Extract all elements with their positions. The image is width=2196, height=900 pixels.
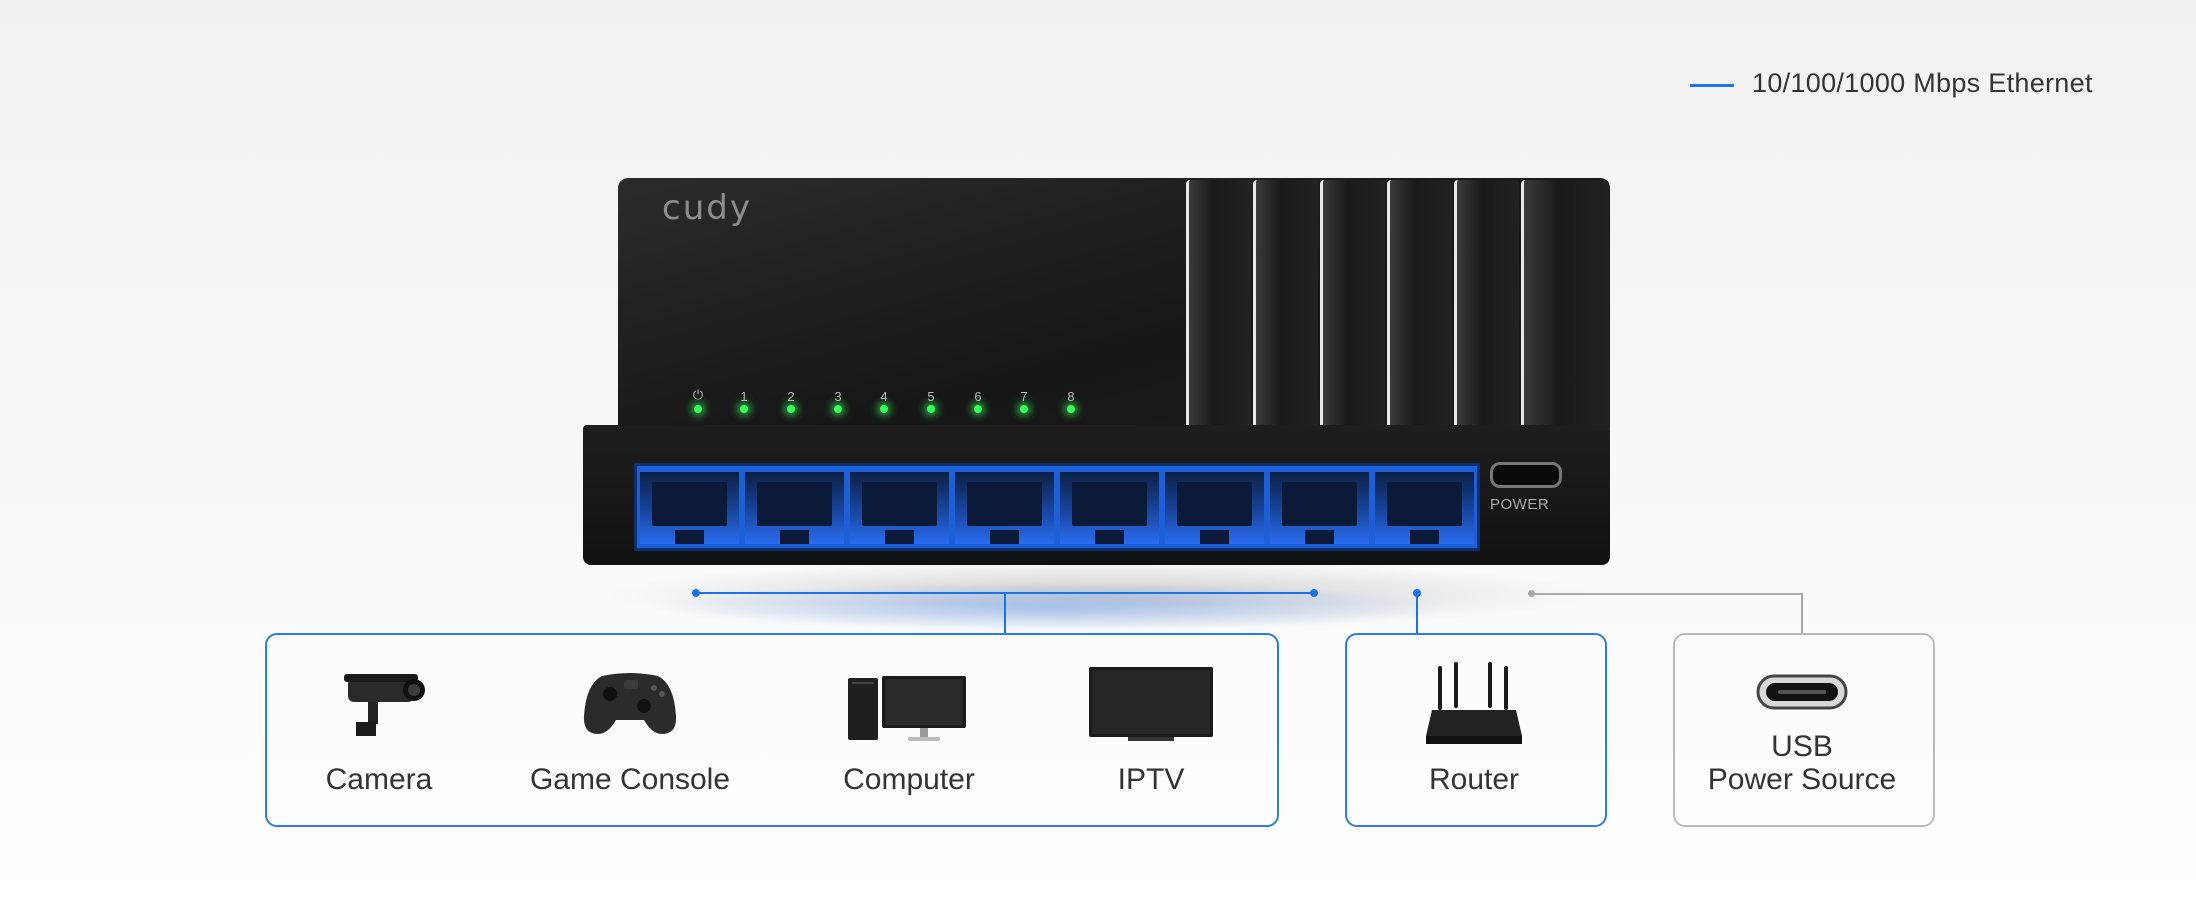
ethernet-port bbox=[745, 472, 844, 544]
usb-c-icon bbox=[1756, 674, 1848, 710]
led-label: 4 bbox=[880, 389, 888, 404]
led-label: 7 bbox=[1020, 389, 1028, 404]
switch-fin bbox=[1454, 180, 1519, 430]
led-label: 3 bbox=[834, 389, 842, 404]
led-label-power: ⏻ bbox=[692, 387, 704, 402]
device-label-router: Router bbox=[1428, 763, 1520, 796]
device-label-power-source: Power Source bbox=[1707, 763, 1897, 796]
port-led bbox=[974, 405, 982, 413]
power-led bbox=[694, 405, 702, 413]
switch-fin bbox=[1253, 180, 1318, 430]
device-label-game-console: Game Console bbox=[529, 763, 731, 796]
port-led bbox=[787, 405, 795, 413]
port-led bbox=[1067, 405, 1075, 413]
port-led bbox=[834, 405, 842, 413]
device-label-computer: Computer bbox=[843, 763, 975, 796]
tv-icon bbox=[1089, 667, 1213, 741]
power-port-label: POWER bbox=[1490, 496, 1550, 513]
led-label: 8 bbox=[1067, 389, 1075, 404]
switch-fin bbox=[1186, 180, 1251, 430]
port-led bbox=[927, 405, 935, 413]
port-reflection bbox=[640, 582, 1460, 632]
switch-fin bbox=[1387, 180, 1452, 430]
security-camera-icon bbox=[344, 674, 425, 736]
ethernet-port bbox=[1060, 472, 1159, 544]
port-led bbox=[880, 405, 888, 413]
ethernet-port bbox=[955, 472, 1054, 544]
router-box bbox=[1345, 633, 1607, 827]
brand-logo: cudy bbox=[662, 188, 752, 228]
connector-line bbox=[1416, 592, 1418, 633]
connector-line bbox=[1531, 593, 1803, 595]
connector-dot bbox=[1310, 589, 1318, 597]
ethernet-port-bank bbox=[634, 463, 1480, 551]
power-source-box bbox=[1673, 633, 1935, 827]
switch-shadow bbox=[600, 560, 1600, 630]
ethernet-port bbox=[1375, 472, 1474, 544]
led-label: 1 bbox=[740, 389, 748, 404]
desktop-computer-icon bbox=[848, 676, 966, 741]
ethernet-port bbox=[1165, 472, 1264, 544]
legend-swatch bbox=[1690, 84, 1734, 87]
switch-fin bbox=[1320, 180, 1385, 430]
usb-c-power-port bbox=[1490, 462, 1562, 488]
port-led bbox=[740, 405, 748, 413]
port-led bbox=[1020, 405, 1028, 413]
router-icon bbox=[1426, 662, 1522, 744]
connector-line bbox=[1801, 593, 1803, 633]
connector-line bbox=[1004, 592, 1006, 633]
device-label-usb: USB bbox=[1771, 730, 1833, 763]
device-label-camera: Camera bbox=[325, 763, 433, 796]
ethernet-port bbox=[640, 472, 739, 544]
ethernet-port bbox=[850, 472, 949, 544]
gamepad-icon bbox=[583, 673, 677, 734]
switch-fin bbox=[1521, 180, 1609, 430]
led-label: 5 bbox=[927, 389, 935, 404]
led-label: 2 bbox=[787, 389, 795, 404]
ethernet-port bbox=[1270, 472, 1369, 544]
client-devices-box bbox=[265, 633, 1279, 827]
led-label: 6 bbox=[974, 389, 982, 404]
legend-label: 10/100/1000 Mbps Ethernet bbox=[1752, 68, 2093, 98]
device-label-iptv: IPTV bbox=[1117, 763, 1185, 796]
